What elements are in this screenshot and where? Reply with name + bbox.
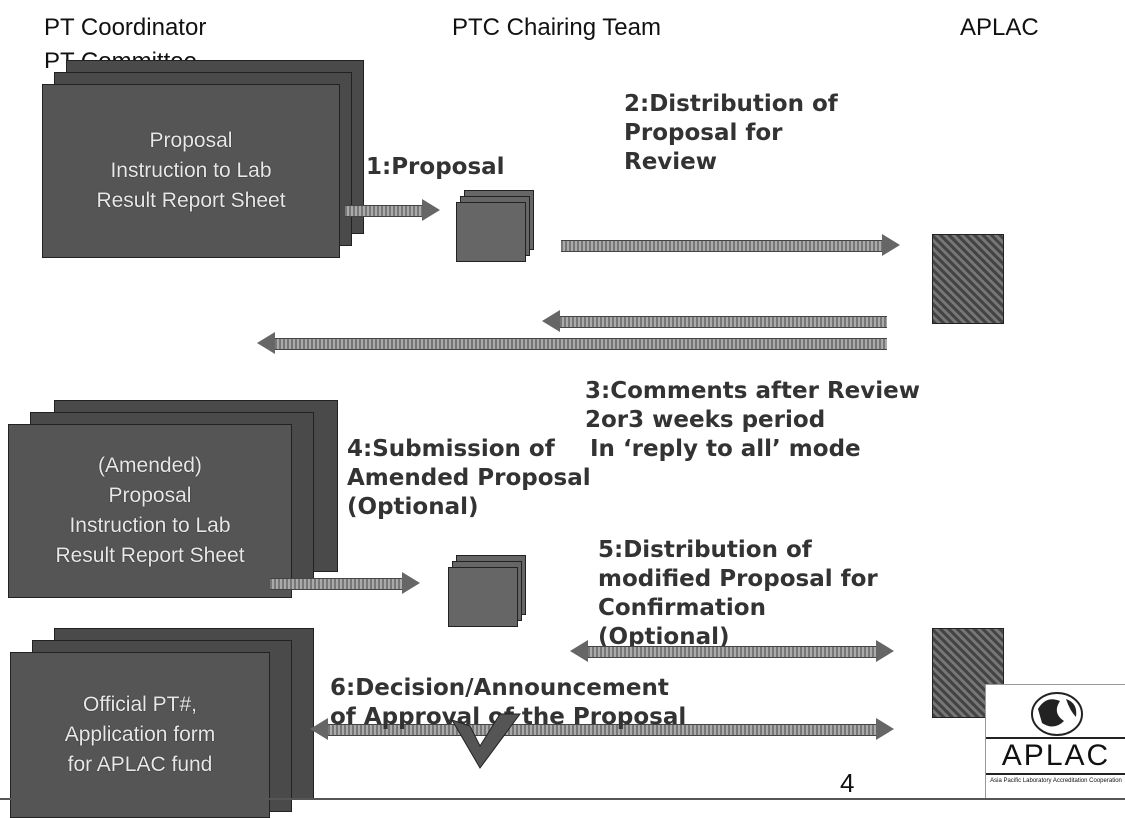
page-number: 4 [840, 768, 855, 798]
arrow-step4-head [402, 572, 420, 594]
arrow-return-short [560, 316, 887, 328]
step4-label: 4:Submission of Amended Proposal (Option… [347, 436, 591, 520]
arrow-step6-head-left [310, 718, 328, 740]
step2-label: 2:Distribution of Proposal for Review [624, 91, 838, 175]
logo-text: APLAC [986, 737, 1125, 775]
aplac-members-photo-top [932, 234, 1004, 324]
arrow-step1-head [422, 199, 440, 221]
step1-label: 1:Proposal [366, 154, 505, 180]
header-aplac: APLAC [960, 14, 1039, 41]
doc2-line1: (Amended) [98, 454, 202, 477]
arrow-step4 [270, 578, 403, 590]
doc2-line2: Proposal [108, 484, 192, 507]
doc1-line1: Proposal [149, 129, 233, 152]
step6-label: 6:Decision/Announcement of Approval of t… [330, 675, 687, 730]
arrow-step2-head [882, 234, 900, 256]
step5-label: 5:Distribution of modified Proposal for … [598, 537, 878, 650]
step3-label: 3:Comments after Review 2or3 weeks perio… [585, 378, 920, 433]
arrow-step5-head-right [876, 640, 894, 662]
arrow-step6-head-right [876, 718, 894, 740]
aplac-logo: APLAC Asia Pacific Laboratory Accreditat… [985, 684, 1125, 800]
arrow-return-long-head [257, 332, 275, 354]
footer-divider [0, 798, 1125, 800]
globe-icon [1031, 692, 1083, 736]
doc2-line4: Result Report Sheet [55, 544, 245, 567]
official-pt-document-stack: Official PT#, Application form for APLAC… [10, 628, 314, 818]
step3-mode-label: In ‘reply to all’ mode [590, 436, 861, 462]
arrow-step2 [561, 240, 883, 252]
checkmark-icon [450, 713, 521, 769]
arrow-step5-head-left [570, 640, 588, 662]
doc3-line3: for APLAC fund [67, 753, 213, 776]
proposal-document-stack: Proposal Instruction to Lab Result Repor… [42, 60, 372, 270]
logo-subtext: Asia Pacific Laboratory Accreditation Co… [990, 778, 1122, 784]
arrow-return-short-head [542, 310, 560, 332]
doc3-line1: Official PT#, [83, 693, 197, 716]
header-ptc-chairing-team: PTC Chairing Team [452, 14, 661, 41]
arrow-step1 [345, 205, 423, 217]
arrow-return-long [275, 338, 887, 350]
amended-proposal-document-stack: (Amended) Proposal Instruction to Lab Re… [8, 400, 348, 600]
doc2-line3: Instruction to Lab [69, 514, 231, 537]
doc1-line2: Instruction to Lab [110, 159, 272, 182]
doc3-line2: Application form [64, 723, 216, 746]
doc1-line3: Result Report Sheet [96, 189, 286, 212]
arrow-step5 [588, 646, 878, 658]
header-pt-coordinator: PT Coordinator [44, 14, 207, 41]
